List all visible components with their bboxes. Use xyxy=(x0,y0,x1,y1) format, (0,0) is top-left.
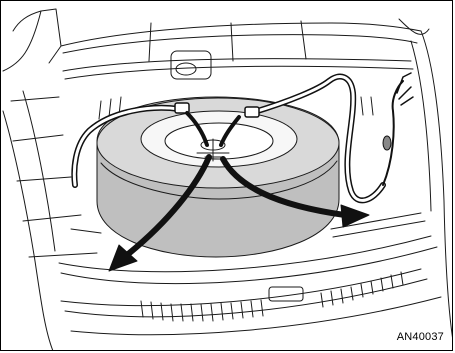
arrow-right-head xyxy=(341,205,369,227)
figure-code: AN40037 xyxy=(397,331,444,343)
spare-tire xyxy=(97,97,339,257)
